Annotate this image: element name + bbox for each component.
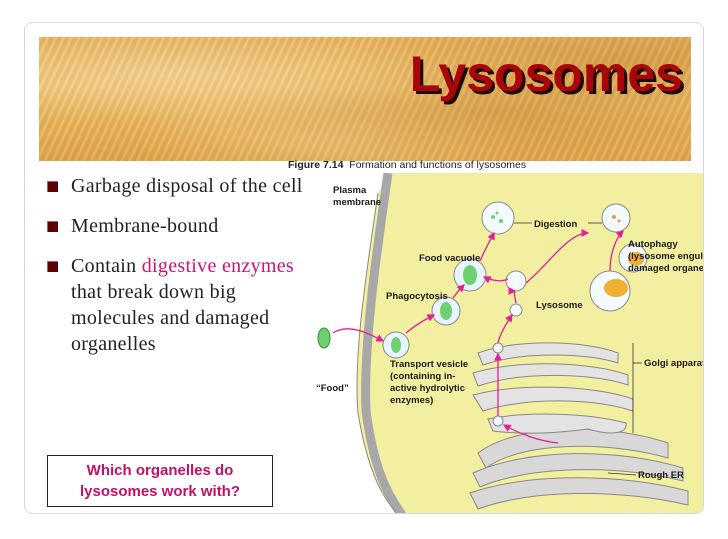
bullet-item: Garbage disposal of the cell — [47, 173, 307, 199]
label-plasma-2: membrane — [333, 197, 381, 208]
label-lysosome: Lysosome — [536, 300, 583, 311]
label-autophagy-2: (lysosome engulfing — [628, 251, 704, 262]
label-plasma-1: Plasma — [333, 185, 367, 196]
bullet-highlight: digestive enzymes — [142, 255, 294, 277]
label-food-vacuole: Food vacuole — [419, 253, 480, 264]
label-transport-2: (containing in- — [390, 371, 455, 382]
bullet-item: Membrane-bound — [47, 213, 307, 239]
label-food: “Food” — [316, 383, 349, 394]
slide: Lysosomes Garbage disposal of the cell M… — [24, 22, 704, 514]
bullet-text-before: Contain — [71, 255, 142, 277]
slide-title: Lysosomes — [410, 45, 683, 103]
question-box: Which organelles do lysosomes work with? — [47, 455, 273, 507]
lysosome-figure: Figure 7.14 Formation and functions of l… — [288, 159, 704, 514]
label-phagocytosis: Phagocytosis — [386, 291, 448, 302]
question-line-1: Which organelles do — [48, 460, 272, 481]
figure-title: Formation and functions of lysosomes — [349, 159, 526, 171]
label-transport-1: Transport vesicle — [390, 359, 468, 370]
lysosome — [510, 304, 522, 316]
bullet-text: Garbage disposal of the cell — [71, 175, 303, 197]
label-golgi: Golgi apparatus — [644, 358, 704, 369]
digestion-vesicle — [482, 202, 514, 234]
title-banner: Lysosomes — [39, 37, 691, 161]
figure-number: Figure 7.14 — [288, 159, 343, 171]
label-transport-4: enzymes) — [390, 395, 433, 406]
food-particle — [318, 328, 330, 348]
label-autophagy-3: damaged organelle) — [628, 263, 704, 274]
bullet-text-after: that break down big molecules and damage… — [71, 281, 269, 355]
label-autophagy: Autophagy — [628, 239, 678, 250]
lysosome-diagram: Plasma membrane Digestion Autophagy Auto… — [288, 173, 704, 514]
figure-caption: Figure 7.14 Formation and functions of l… — [288, 159, 526, 171]
bullet-item: Contain digestive enzymes that break dow… — [47, 253, 307, 357]
bullet-marker-icon — [47, 261, 58, 272]
bullet-text: Membrane-bound — [71, 215, 219, 237]
label-rough-er: Rough ER — [638, 470, 684, 481]
bullet-list: Garbage disposal of the cell Membrane-bo… — [47, 173, 307, 371]
label-transport-3: active hydrolytic — [390, 383, 465, 394]
bullet-marker-icon — [47, 181, 58, 192]
label-digestion: Digestion — [534, 219, 577, 230]
question-line-2: lysosomes work with? — [48, 481, 272, 502]
bullet-marker-icon — [47, 221, 58, 232]
